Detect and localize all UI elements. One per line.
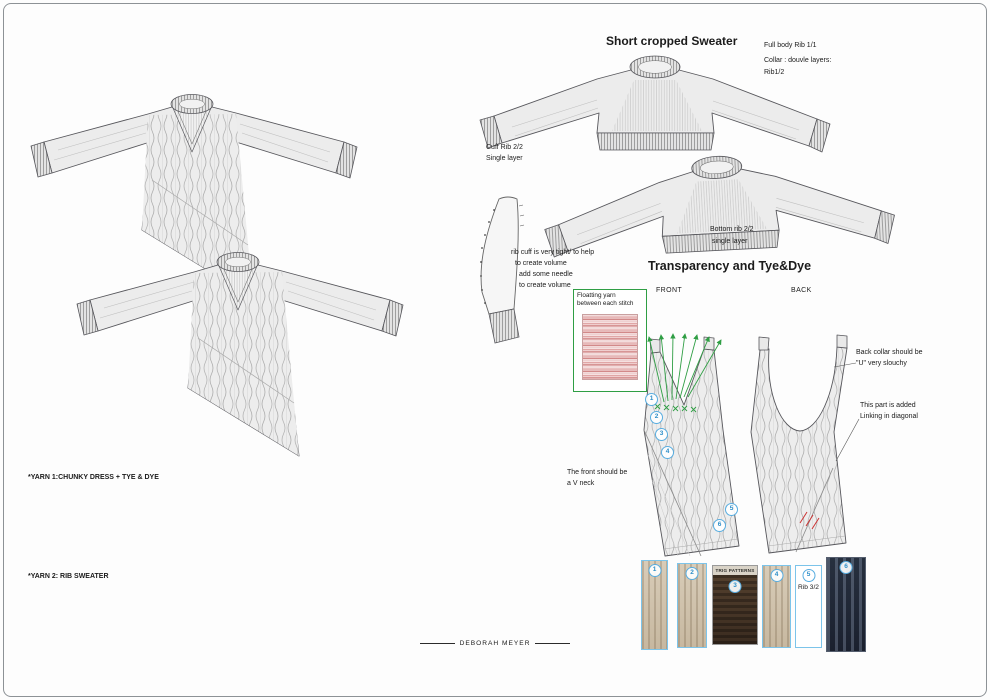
dress-callout-4: 4 xyxy=(661,446,674,459)
bottom-rib-note-line2: single layer xyxy=(712,238,748,245)
green-stitch-x-marks xyxy=(654,403,697,413)
designer-name: DEBORAH MEYER xyxy=(459,640,531,647)
cropped-sweater-front-flat xyxy=(479,55,831,153)
swatch-3: TRIG PATTERNS 3 xyxy=(712,565,758,645)
back-label: BACK xyxy=(791,287,812,294)
swatch-1: 1 xyxy=(641,560,668,650)
dress-callout-6: 6 xyxy=(713,519,726,532)
leader-lines xyxy=(833,362,860,462)
footer: DEBORAH MEYER xyxy=(420,640,571,647)
yarn1-note: *YARN 1:CHUNKY DRESS + TYE & DYE xyxy=(28,474,159,481)
swatch-3-label: TRIG PATTERNS xyxy=(713,566,757,575)
swatch-5-label: Rib 3/2 xyxy=(798,584,819,591)
sleeve-note-line2: to create volume xyxy=(515,260,567,267)
front-neck-note-line2: a V neck xyxy=(567,480,595,487)
footer-rule-right xyxy=(535,643,571,644)
chunky-dress-flat-2 xyxy=(76,252,404,457)
dress-callout-2: 2 xyxy=(650,411,663,424)
floating-yarn-box: Floatting yarn between each stitch xyxy=(573,289,647,392)
added-part-note-line2: Linking in diagonal xyxy=(860,413,918,420)
floating-yarn-note-line2: between each stitch xyxy=(577,300,634,307)
swatch-1-number: 1 xyxy=(648,564,661,577)
floating-yarn-swatch xyxy=(582,314,638,380)
bottom-rib-note-line1: Bottom rib 2/2 xyxy=(710,226,754,233)
floating-yarn-arrows xyxy=(647,333,722,403)
front-neck-note-line1: The front should be xyxy=(567,469,628,476)
swatch-3-number: 3 xyxy=(728,580,742,593)
swatch-4: 4 xyxy=(762,565,791,648)
chunky-dress-flat xyxy=(30,94,358,299)
footer-rule-left xyxy=(420,643,455,644)
sleeve-note-line4: to create volume xyxy=(519,282,571,289)
cuff-note-line2: Single layer xyxy=(486,155,523,162)
dress-callout-1: 1 xyxy=(645,393,658,406)
added-part-note-line1: This part is added xyxy=(860,402,916,409)
swatch-5-number: 5 xyxy=(802,569,815,582)
red-seam-marks xyxy=(799,511,820,530)
full-body-note: Full body Rib 1/1 xyxy=(764,42,817,49)
swatch-6-number: 6 xyxy=(839,561,853,574)
swatch-4-number: 4 xyxy=(770,569,783,582)
sleeve-detail-drawing xyxy=(480,196,525,344)
sweater-title: Short cropped Sweater xyxy=(606,34,738,48)
sleeve-note-line3: add some needle xyxy=(519,271,573,278)
dress-callout-5: 5 xyxy=(725,503,738,516)
yarn2-note: *YARN 2: RIB SWEATER xyxy=(28,573,109,580)
collar-note-line2: Rib1/2 xyxy=(764,69,785,76)
transparency-title: Transparency and Tye&Dye xyxy=(648,259,812,273)
back-collar-note-line1: Back collar should be xyxy=(856,349,923,356)
swatch-2-number: 2 xyxy=(685,567,699,580)
collar-note-line1: Collar : douvle layers: xyxy=(764,57,832,64)
back-collar-note-line2: "U" very slouchy xyxy=(856,360,907,367)
sleeve-note-line1: rib cuff is very tight/ to help xyxy=(511,249,595,256)
swatch-6: 6 xyxy=(826,557,866,652)
floating-yarn-note-line1: Floatting yarn xyxy=(577,292,616,299)
cuff-note-line1: Cuff Rib 2/2 xyxy=(486,144,523,151)
tank-dress-back-flat xyxy=(750,334,848,554)
swatch-2: 2 xyxy=(677,563,707,648)
dress-callout-3: 3 xyxy=(655,428,668,441)
swatch-5: 5 Rib 3/2 xyxy=(795,565,822,648)
front-label: FRONT xyxy=(656,287,683,294)
